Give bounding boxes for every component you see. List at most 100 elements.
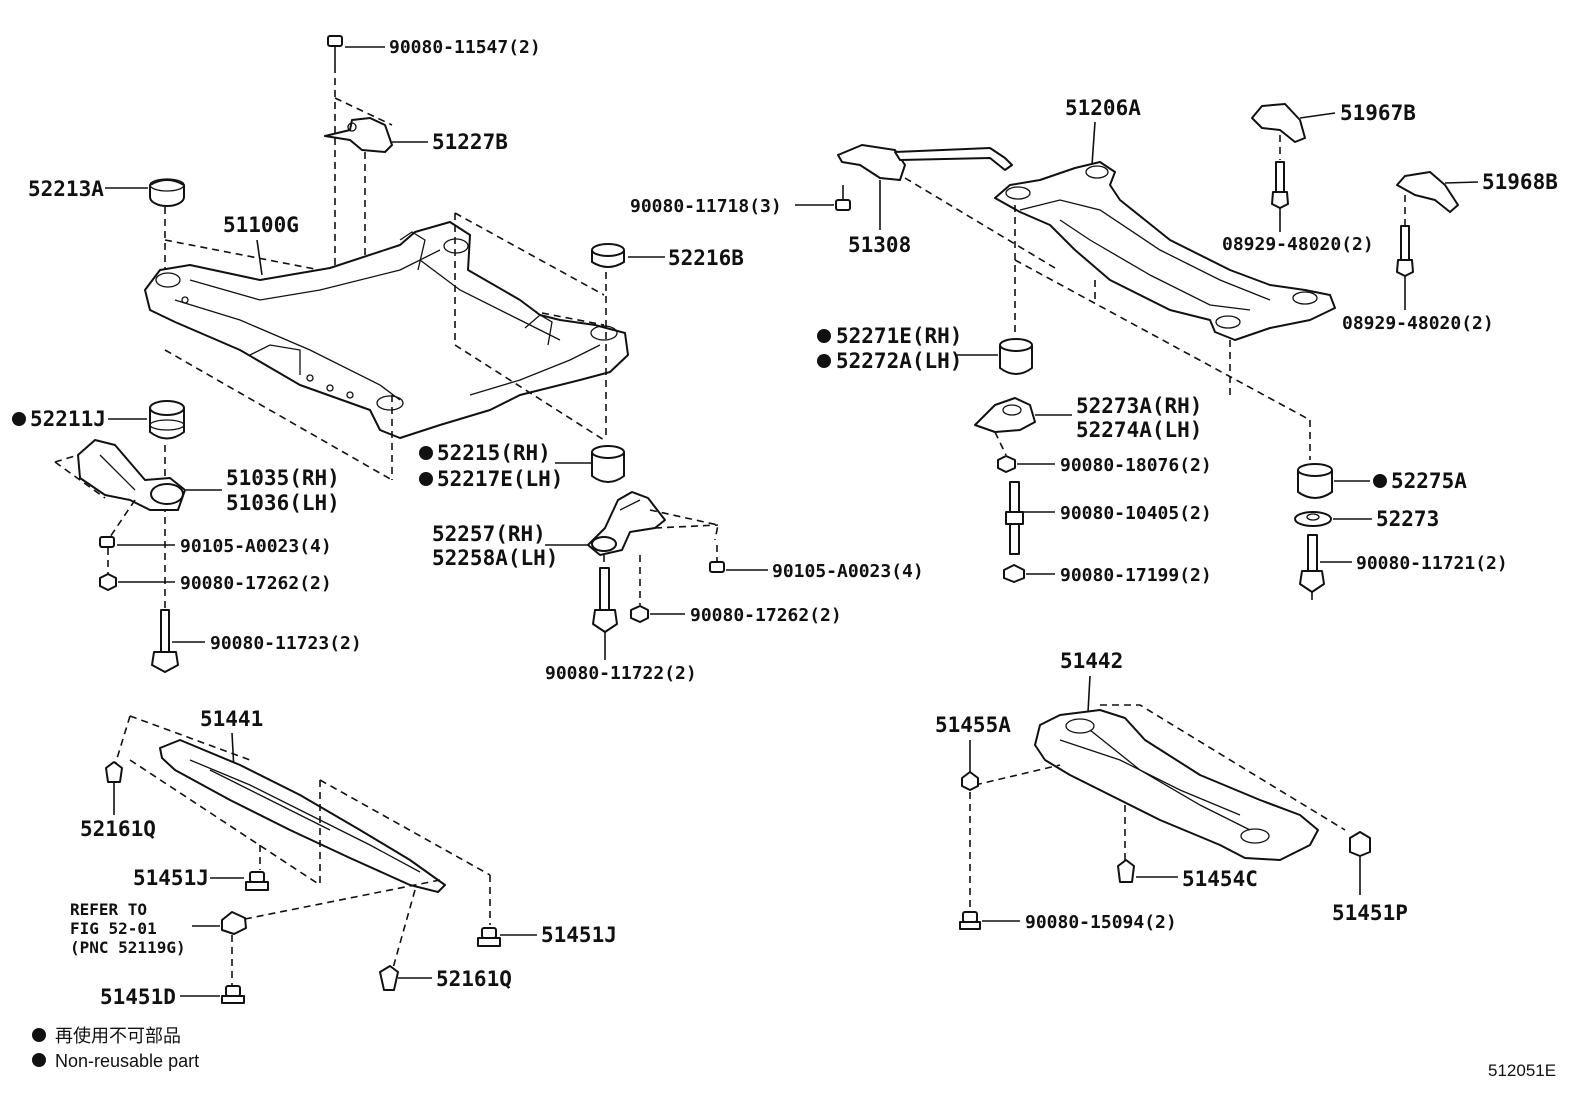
part-number-51100g: 51100G bbox=[223, 213, 299, 237]
part-number-52258a-lh: 52258A(LH) bbox=[432, 546, 558, 570]
part-number-51451p: 51451P bbox=[1332, 901, 1408, 925]
part-number-51035-rh: 51035(RH) bbox=[226, 466, 340, 490]
clip-icon bbox=[1117, 859, 1178, 883]
non-reusable-marker bbox=[817, 329, 831, 343]
part-number-90080-15094: 90080-15094(2) bbox=[1025, 912, 1177, 933]
bracket-icon bbox=[1396, 171, 1479, 213]
part-number-52273a-rh: 52273A(RH) bbox=[1076, 394, 1202, 418]
part-number-51227b: 51227B bbox=[432, 130, 508, 154]
non-reusable-marker bbox=[419, 472, 433, 486]
mount-bracket-icon bbox=[54, 439, 222, 511]
nut-icon bbox=[997, 455, 1055, 473]
part-number-90080-17262-right: 90080-17262(2) bbox=[690, 605, 842, 626]
bushing-icon bbox=[108, 400, 185, 440]
bushing-icon bbox=[955, 338, 1033, 375]
part-number-90080-17199: 90080-17199(2) bbox=[1060, 565, 1212, 586]
refer-note-line2: FIG 52-01 bbox=[70, 919, 157, 938]
part-number-51036-lh: 51036(LH) bbox=[226, 491, 340, 515]
part-number-51451j-a: 51451J bbox=[133, 866, 209, 890]
part-number-51455a: 51455A bbox=[935, 713, 1011, 737]
long-bolt-icon bbox=[1271, 161, 1289, 232]
part-number-51451j-b: 51451J bbox=[541, 923, 617, 947]
part-number-90080-10405: 90080-10405(2) bbox=[1060, 503, 1212, 524]
part-number-90080-18076: 90080-18076(2) bbox=[1060, 455, 1212, 476]
bolt-icon bbox=[210, 871, 269, 891]
under-cover-icon bbox=[159, 739, 446, 893]
clip-icon bbox=[105, 761, 123, 815]
stabilizer-bar-icon bbox=[837, 144, 1013, 230]
part-number-51442: 51442 bbox=[1060, 649, 1123, 673]
bracket-icon bbox=[324, 117, 428, 153]
non-reusable-marker bbox=[419, 446, 433, 460]
bracket-icon bbox=[1251, 103, 1336, 143]
part-number-52257-rh: 52257(RH) bbox=[432, 522, 546, 546]
under-cover-icon bbox=[1034, 709, 1319, 861]
part-number-51206a: 51206A bbox=[1065, 96, 1141, 120]
long-bolt-icon bbox=[151, 609, 205, 673]
part-number-52213a: 52213A bbox=[28, 177, 104, 201]
part-number-52215-rh: 52215(RH) bbox=[437, 441, 551, 465]
mount-bracket-icon bbox=[545, 491, 719, 556]
fastener-icon bbox=[192, 911, 247, 935]
crossmember-frame-icon bbox=[144, 221, 629, 439]
bolt-icon bbox=[327, 35, 385, 66]
front-crossmember-group: 90080-11547(2) 51227B 52213A 51100G bbox=[12, 35, 924, 684]
washer-icon bbox=[1294, 511, 1372, 527]
part-number-08929-48020-a: 08929-48020(2) bbox=[1222, 234, 1374, 255]
bolt-icon bbox=[477, 927, 537, 947]
part-number-52272a-lh: 52272A(LH) bbox=[836, 349, 962, 373]
long-bolt-icon bbox=[592, 567, 618, 660]
bushing-icon bbox=[1297, 463, 1370, 499]
non-reusable-marker bbox=[817, 354, 831, 368]
legend: 再使用不可部品 Non-reusable part bbox=[32, 1026, 199, 1071]
under-cover-front-group: 51441 52161Q 51451J REFER TO FIG 52-01 (… bbox=[70, 707, 617, 1009]
under-cover-rear-group: 51442 51455A 51454C 90080-15094(2) bbox=[935, 649, 1408, 933]
part-number-51454c: 51454C bbox=[1182, 867, 1258, 891]
bolt-icon bbox=[180, 985, 245, 1004]
part-number-52271e-rh: 52271E(RH) bbox=[836, 324, 962, 348]
bracket-icon bbox=[974, 397, 1072, 433]
legend-japanese-text: 再使用不可部品 bbox=[55, 1026, 181, 1046]
nut-icon bbox=[630, 605, 685, 623]
part-number-08929-48020-b: 08929-48020(2) bbox=[1342, 313, 1494, 334]
bushing-icon bbox=[591, 243, 665, 268]
part-number-90105-a0023-left: 90105-A0023(4) bbox=[180, 536, 332, 557]
refer-note-line3: (PNC 52119G) bbox=[70, 938, 186, 957]
part-number-52275a: 52275A bbox=[1391, 469, 1467, 493]
stud-bolt-icon bbox=[1005, 481, 1055, 555]
nut-icon bbox=[99, 573, 175, 591]
part-number-90080-11721: 90080-11721(2) bbox=[1356, 553, 1508, 574]
part-number-90080-17262-left: 90080-17262(2) bbox=[180, 573, 332, 594]
part-number-90080-11547: 90080-11547(2) bbox=[389, 37, 541, 58]
long-bolt-icon bbox=[1396, 225, 1414, 310]
refer-note-line1: REFER TO bbox=[70, 900, 147, 919]
fastener-icon bbox=[961, 771, 979, 791]
part-number-51968b: 51968B bbox=[1482, 170, 1558, 194]
non-reusable-marker bbox=[12, 412, 26, 426]
part-number-52211j: 52211J bbox=[30, 407, 106, 431]
non-reusable-marker bbox=[1373, 474, 1387, 488]
part-number-51441: 51441 bbox=[200, 707, 263, 731]
part-number-51967b: 51967B bbox=[1340, 101, 1416, 125]
legend-english-text: Non-reusable part bbox=[55, 1051, 199, 1071]
bolt-icon bbox=[1349, 831, 1371, 895]
part-number-52161q-b: 52161Q bbox=[436, 967, 512, 991]
legend-marker-icon bbox=[32, 1053, 46, 1067]
part-number-51451d: 51451D bbox=[100, 985, 176, 1009]
nut-icon bbox=[1003, 564, 1055, 583]
legend-marker-icon bbox=[32, 1028, 46, 1042]
bolt-icon bbox=[99, 536, 175, 548]
bolt-icon bbox=[709, 561, 768, 573]
bolt-icon bbox=[959, 911, 1020, 930]
rear-member-group: 51206A 51308 90080-11718(3) bbox=[630, 96, 1558, 600]
part-number-90080-11723: 90080-11723(2) bbox=[210, 633, 362, 654]
bushing-icon bbox=[555, 445, 625, 483]
part-number-52273: 52273 bbox=[1376, 507, 1439, 531]
part-number-52216b: 52216B bbox=[668, 246, 744, 270]
clip-icon bbox=[379, 965, 432, 991]
bolt-icon bbox=[795, 185, 851, 211]
part-number-90080-11722: 90080-11722(2) bbox=[545, 663, 697, 684]
part-number-90105-a0023-right: 90105-A0023(4) bbox=[772, 561, 924, 582]
figure-code: 512051E bbox=[1488, 1061, 1556, 1080]
